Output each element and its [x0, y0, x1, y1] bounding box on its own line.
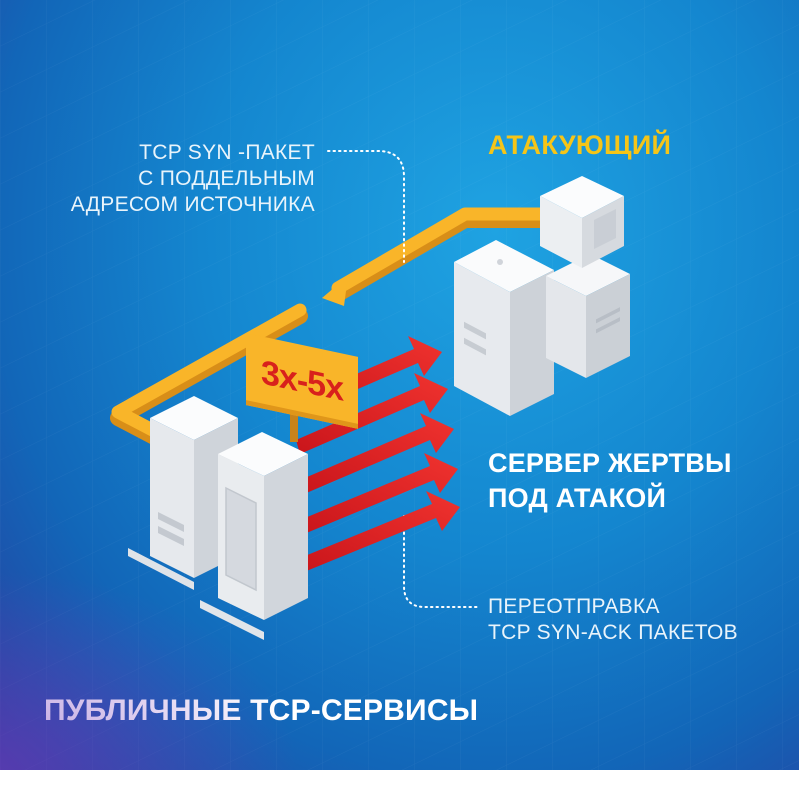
- victim-label: СЕРВЕР ЖЕРТВЫ ПОД АТАКОЙ: [488, 446, 732, 516]
- attacker-label: АТАКУЮЩИЙ: [488, 130, 672, 160]
- response-arrow: [300, 491, 460, 572]
- response-arrows: [296, 336, 460, 572]
- diagram-canvas: [0, 0, 799, 770]
- public-services-title: ПУБЛИЧНЫЕ TCP-СЕРВИСЫ: [44, 694, 479, 727]
- attack-path: [110, 207, 548, 448]
- multiplier-post: [290, 410, 298, 442]
- public-server-right-icon: [200, 432, 308, 640]
- leader-lines: [327, 150, 481, 608]
- victim-label-line: СЕРВЕР ЖЕРТВЫ: [488, 448, 732, 478]
- attack-arrowhead: [322, 276, 348, 306]
- resend-note-line: ПЕРЕОТПРАВКА: [488, 595, 660, 618]
- response-arrow: [300, 453, 458, 534]
- victim-server-icon: [454, 240, 554, 416]
- packet-note-line: TCP SYN -ПАКЕТ: [139, 141, 315, 164]
- packet-note-line: С ПОДДЕЛЬНЫМ: [138, 167, 315, 190]
- attacker-station-icon: [540, 176, 630, 378]
- syn-flood-diagram: 3x-5x TCP SYN -ПАКЕТ С ПОДДЕЛЬНЫМ АДРЕСО…: [0, 0, 799, 770]
- resend-note-leader: [403, 515, 481, 608]
- packet-note-leader: [327, 150, 405, 263]
- packet-note-line: АДРЕСОМ ИСТОЧНИКА: [70, 193, 315, 216]
- resend-note: ПЕРЕОТПРАВКА TCP SYN-ACK ПАКЕТОВ: [488, 594, 738, 646]
- victim-label-line: ПОД АТАКОЙ: [488, 483, 667, 513]
- floor-grid: [0, 0, 799, 770]
- packet-note: TCP SYN -ПАКЕТ С ПОДДЕЛЬНЫМ АДРЕСОМ ИСТО…: [71, 140, 315, 218]
- response-arrow: [296, 373, 448, 454]
- response-arrow: [300, 413, 454, 494]
- resend-note-line: TCP SYN-ACK ПАКЕТОВ: [488, 621, 738, 644]
